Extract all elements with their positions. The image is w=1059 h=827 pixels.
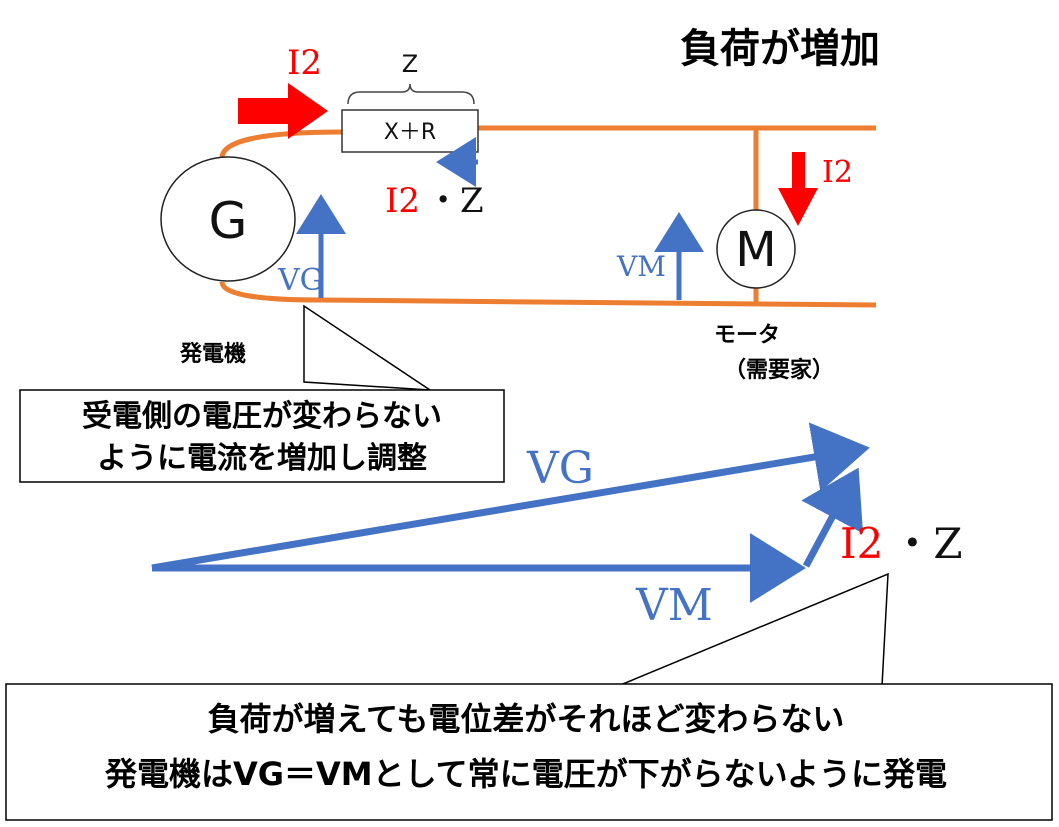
callout-top-line1: 受電側の電圧が変わらない	[82, 399, 442, 434]
current-arrow-top	[238, 83, 328, 139]
callout-top: 受電側の電圧が変わらない ように電流を増加し調整	[19, 304, 505, 483]
current-arrow-motor	[778, 152, 818, 226]
impedance-box-label: X＋R	[384, 120, 436, 145]
motor-caption-line2: （需要家）	[724, 357, 834, 383]
circuit-wires	[219, 125, 877, 308]
upper-wire-left	[219, 129, 343, 159]
page-title: 負荷が増加	[680, 26, 880, 72]
vm-label-small: VM	[616, 250, 666, 283]
vg-vector-label: VG	[526, 443, 594, 494]
current-label-right: I2	[822, 155, 853, 190]
generator-caption: 発電機	[179, 342, 246, 367]
callout-bottom-line2: 発電機はVG＝VMとして常に電圧が下がらないように発電	[104, 755, 947, 793]
callout-bottom-line1: 負荷が増えても電位差がそれほど変わらない	[208, 700, 845, 738]
impedance-z-label: Z	[402, 50, 418, 78]
current-label-top: I2	[287, 43, 322, 83]
vg-vector	[151, 422, 870, 572]
motor-symbol	[716, 209, 796, 289]
motor-caption-line1: モータ	[714, 323, 780, 348]
drop-label-top: I2・Z	[385, 181, 484, 221]
vm-vector-label: VM	[635, 580, 713, 631]
vector-diagram: VG VM I2・Z	[151, 422, 963, 631]
callout-bottom: 負荷が増えても電位差がそれほど変わらない 発電機はVG＝VMとして常に電圧が下が…	[5, 572, 1053, 821]
impedance-brace	[347, 83, 475, 105]
motor-label: M	[735, 222, 776, 278]
drop-vector	[801, 467, 864, 568]
drop-vector-label: I2・Z	[840, 519, 963, 568]
vg-label-small: VG	[277, 263, 324, 298]
callout-top-line2: ように電流を増加し調整	[97, 441, 427, 476]
lower-wire	[219, 281, 877, 308]
generator-symbol	[160, 156, 296, 282]
generator-label: G	[209, 192, 248, 250]
